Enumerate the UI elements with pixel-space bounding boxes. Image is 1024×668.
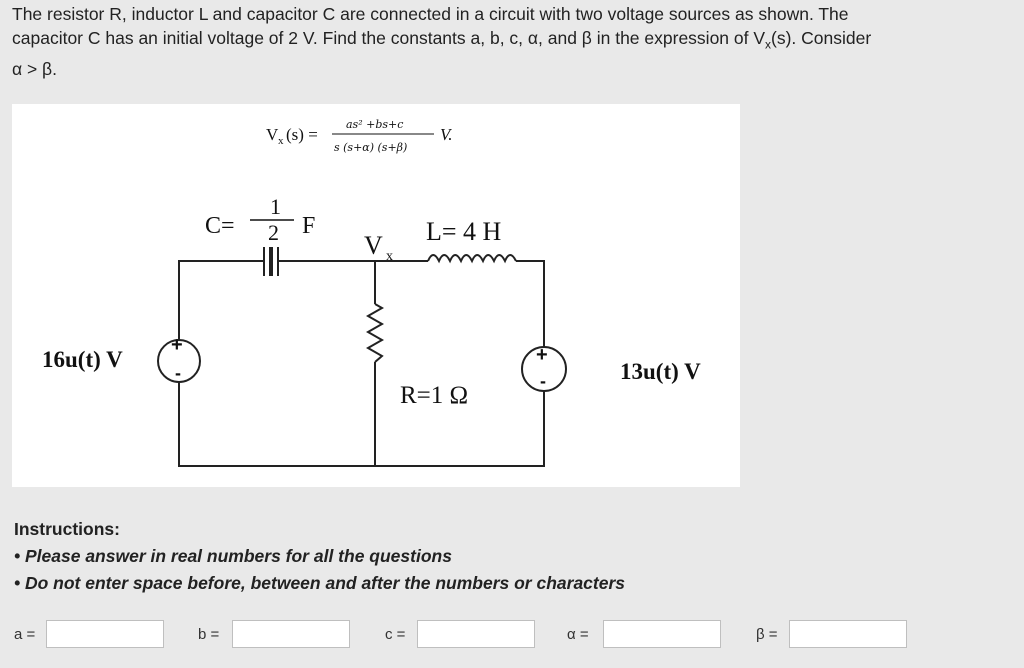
answer-label-c: c =	[385, 626, 406, 643]
right-source-label: 13u(t) V	[620, 359, 701, 384]
formula-lhs-sub: x	[278, 135, 284, 147]
left-source-plus: +	[171, 334, 183, 356]
formula-denominator: s (s+α) (s+β)	[334, 141, 407, 154]
answer-label-a: a =	[14, 626, 36, 643]
wire-top-right	[516, 260, 545, 347]
question-line-2-post: (s). Consider	[771, 28, 872, 48]
formula-unit: V.	[440, 125, 453, 144]
inductor-symbol	[427, 254, 517, 264]
answer-label-beta: β =	[756, 626, 778, 643]
capacitor-label-prefix: C=	[205, 213, 235, 239]
wire-top-left	[178, 260, 264, 340]
answer-input-b[interactable]	[232, 620, 350, 648]
left-voltage-source: + -	[157, 334, 201, 383]
formula-numerator: as² +bs+c	[346, 118, 403, 131]
answer-row: a = b = c = α = β =	[0, 618, 1024, 658]
capacitor-label-num: 1	[270, 194, 281, 219]
answer-input-c[interactable]	[417, 620, 535, 648]
circuit-wires	[178, 260, 545, 467]
question-line-2: capacitor C has an initial voltage of 2 …	[12, 26, 1012, 57]
inductor-label: L= 4 H	[426, 217, 502, 246]
answer-label-alpha: α =	[567, 626, 589, 643]
right-voltage-source: + -	[521, 344, 567, 392]
question-line-3: α > β.	[12, 58, 57, 79]
instruction-item: • Please answer in real numbers for all …	[14, 546, 452, 566]
answer-label-b: b =	[198, 626, 220, 643]
formula-lhs-arg: (s) =	[286, 125, 318, 144]
capacitor-label-den: 2	[268, 220, 279, 245]
question-subscript: x	[765, 37, 772, 52]
left-source-minus: -	[175, 363, 181, 383]
question-line-2-pre: capacitor C has an initial voltage of 2 …	[12, 28, 766, 48]
left-source-label: 16u(t) V	[42, 347, 123, 372]
answer-input-beta[interactable]	[789, 620, 907, 648]
node-label: V	[364, 231, 383, 260]
answer-input-alpha[interactable]	[603, 620, 721, 648]
vx-formula: V x (s) = as² +bs+c s (s+α) (s+β) V.	[266, 118, 453, 154]
resistor-label: R=1 Ω	[400, 382, 468, 409]
answer-input-a[interactable]	[46, 620, 164, 648]
capacitor-label-unit: F	[302, 213, 315, 239]
circuit-figure: V x (s) = as² +bs+c s (s+α) (s+β) V.	[12, 104, 740, 487]
circuit-diagram: V x (s) = as² +bs+c s (s+α) (s+β) V.	[42, 118, 701, 467]
node-label-sub: x	[386, 249, 393, 264]
question-text: The resistor R, inductor L and capacitor…	[12, 2, 1012, 81]
wire-bottom	[178, 382, 545, 467]
question-line-1: The resistor R, inductor L and capacitor…	[12, 4, 849, 24]
instructions: Instructions: • Please answer in real nu…	[14, 516, 625, 597]
formula-lhs: V	[266, 125, 279, 144]
instruction-item: • Do not enter space before, between and…	[14, 573, 626, 593]
circuit-labels: C= 1 2 F V x L= 4 H R=1 Ω 16u(t) V 13u(t…	[42, 194, 701, 409]
resistor-symbol	[365, 303, 385, 363]
right-source-plus: +	[536, 344, 548, 366]
instructions-title: Instructions:	[14, 519, 120, 539]
right-source-minus: -	[540, 371, 546, 391]
capacitor-symbol	[263, 247, 279, 276]
